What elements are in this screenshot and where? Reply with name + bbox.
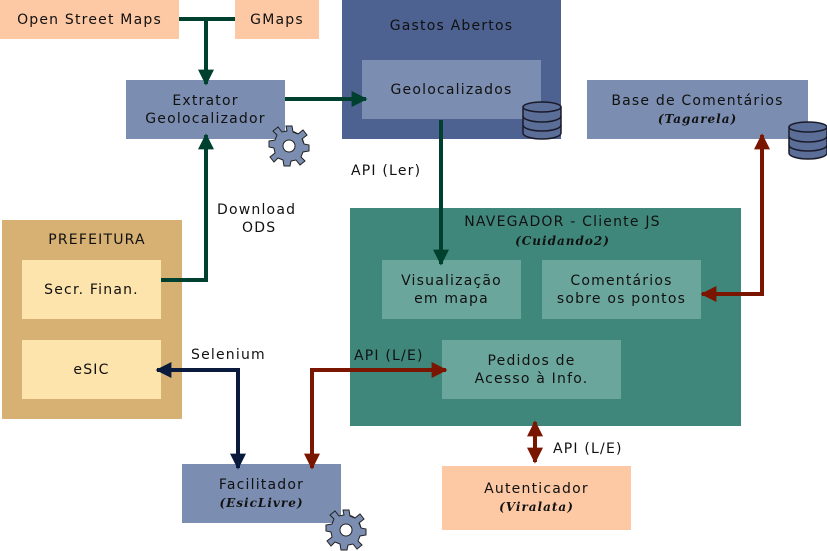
navegador-sub: (Cuidando2) — [515, 234, 610, 248]
download-ods-label-line2: ODS — [242, 220, 277, 236]
visualizacao-box: Visualização em mapa — [382, 260, 521, 319]
gastos-abertos-title: Gastos Abertos — [389, 18, 514, 34]
api-le-label-2: API (L/E) — [553, 441, 623, 457]
comentarios-line2: sobre os pontos — [556, 290, 687, 307]
gmaps-label: GMaps — [250, 11, 304, 28]
navegador-title: NAVEGADOR - Cliente JS — [464, 214, 661, 230]
arrow-base-comentarios — [700, 133, 770, 302]
pedidos-box: Pedidos de Acesso à Info. — [442, 340, 621, 399]
facilitador-line1: Facilitador — [218, 476, 305, 493]
autenticador-box: Autenticador (Viralata) — [442, 466, 631, 530]
arrow-facilitador-pedidos — [304, 362, 448, 470]
open-street-maps-box: Open Street Maps — [0, 0, 179, 39]
open-street-maps-label: Open Street Maps — [17, 11, 162, 28]
facilitador-sub: (EsicLivre) — [219, 495, 304, 510]
secr-finan-box: Secr. Finan. — [22, 260, 161, 319]
database-icon — [522, 101, 562, 140]
geolocalizados-label: Geolocalizados — [390, 81, 513, 98]
base-comentarios-sub: (Tagarela) — [657, 111, 738, 126]
arrow-selenium — [155, 362, 246, 470]
base-comentarios-line1: Base de Comentários — [611, 92, 784, 109]
autenticador-line1: Autenticador — [484, 481, 589, 497]
comentarios-line1: Comentários — [570, 272, 673, 289]
arrow-sources-to-extrator — [179, 17, 235, 84]
pedidos-line1: Pedidos de — [487, 352, 576, 369]
database-icon — [788, 121, 827, 160]
visualizacao-line1: Visualização — [401, 272, 502, 289]
api-le-label-1: API (L/E) — [354, 348, 424, 364]
secr-finan-label: Secr. Finan. — [44, 281, 139, 298]
esic-label: eSIC — [73, 361, 110, 378]
esic-box: eSIC — [22, 340, 161, 399]
selenium-label: Selenium — [191, 347, 266, 363]
arrow-download-ods — [161, 133, 214, 282]
geolocalizados-box: Geolocalizados — [362, 60, 541, 119]
pedidos-line2: Acesso à Info. — [474, 370, 589, 387]
extrator-box: Extrator Geolocalizador — [126, 80, 285, 139]
visualizacao-line2: em mapa — [414, 290, 489, 307]
gear-icon — [268, 125, 310, 167]
prefeitura-title: PREFEITURA — [48, 232, 146, 248]
base-comentarios-box: Base de Comentários (Tagarela) — [587, 80, 808, 139]
extrator-line2: Geolocalizador — [145, 110, 266, 127]
api-ler-label: API (Ler) — [351, 163, 422, 179]
comentarios-box: Comentários sobre os pontos — [542, 260, 701, 319]
gear-icon — [325, 509, 367, 551]
gmaps-box: GMaps — [235, 0, 319, 39]
autenticador-sub: (Viralata) — [499, 500, 574, 514]
facilitador-box: Facilitador (EsicLivre) — [182, 464, 341, 523]
download-ods-label-line1: Download — [217, 202, 297, 218]
